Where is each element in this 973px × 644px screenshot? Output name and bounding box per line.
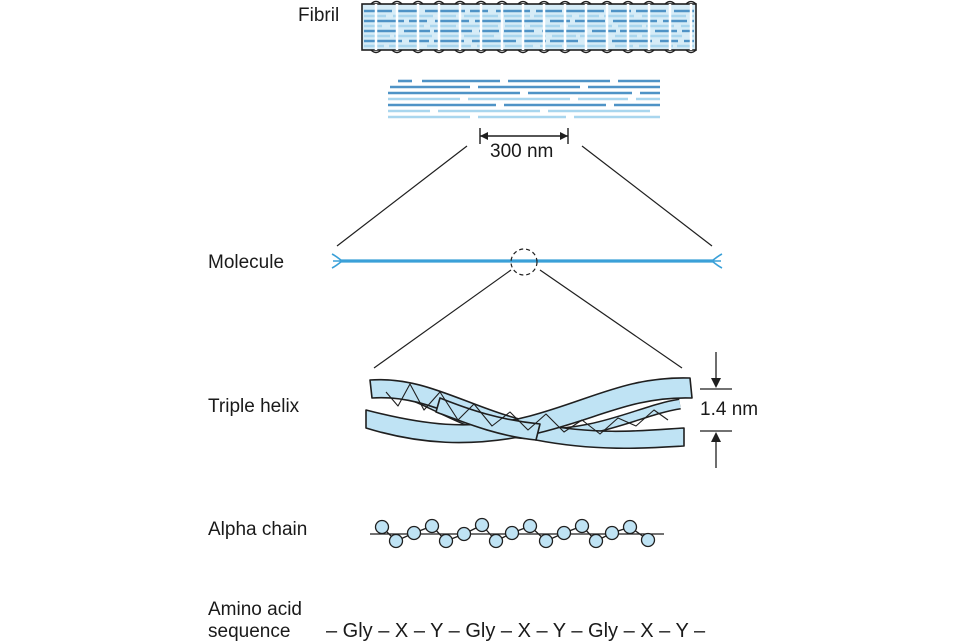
staggered-molecule-array — [388, 79, 660, 119]
amino-acid-sequence: – Gly – X – Y – Gly – X – Y – Gly – X – … — [326, 620, 706, 642]
label-triple-helix: Triple helix — [208, 396, 300, 417]
alpha-chain-graphic — [370, 517, 664, 549]
label-alpha-chain: Alpha chain — [208, 519, 308, 540]
triple-helix-graphic — [365, 377, 693, 450]
molecule-graphic — [331, 248, 723, 276]
zoom-lines-molecule-to-helix — [373, 269, 683, 369]
fibril-ridges — [370, 0, 697, 54]
fibril-band-stripes — [364, 9, 694, 48]
label-fibril: Fibril — [298, 5, 340, 26]
label-amino-acid: Amino acid — [208, 599, 302, 620]
fibril-graphic — [361, 0, 697, 54]
label-molecule: Molecule — [208, 252, 285, 273]
diameter-dimension-marker — [700, 352, 732, 468]
label-period: 300 nm — [490, 141, 554, 162]
zoom-lines-fibril-to-molecule — [336, 145, 713, 247]
label-sequence: sequence — [208, 621, 291, 642]
label-diameter: 1.4 nm — [700, 399, 759, 420]
period-dimension-marker — [479, 128, 569, 144]
